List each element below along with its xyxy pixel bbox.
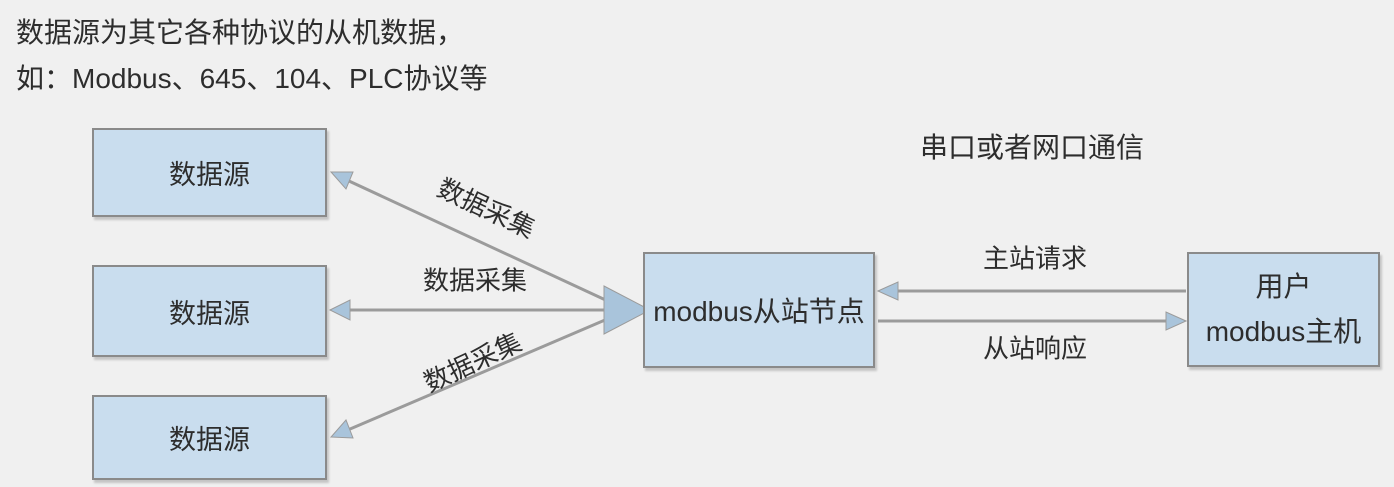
data-source-1-label: 数据源	[169, 160, 250, 190]
data-source-3-label: 数据源	[169, 425, 250, 455]
description-line-1: 数据源为其它各种协议的从机数据，	[16, 17, 465, 48]
comm-note: 串口或者网口通信	[920, 132, 1145, 163]
master-host-label-line-2: modbus主机	[1205, 315, 1362, 347]
modbus-slave-node-label: modbus从站节点	[653, 296, 865, 327]
slave-response-label: 从站响应	[982, 333, 1088, 364]
description-line-2: 如：Modbus、645、104、PLC协议等	[16, 63, 488, 94]
data-source-box-2: 数据源	[92, 265, 327, 357]
master-request-label: 主站请求	[982, 243, 1088, 274]
collect-label-2: 数据采集	[422, 265, 528, 296]
master-host-label-line-1: 用户	[1255, 270, 1312, 302]
data-source-box-1: 数据源	[92, 128, 327, 217]
collect-arrow-1-line	[335, 173, 613, 305]
modbus-slave-node-box: modbus从站节点	[643, 252, 875, 368]
data-source-box-3: 数据源	[92, 395, 327, 480]
slave-response-arrow-head-icon	[1165, 311, 1188, 331]
collect-arrow-1-head-icon	[329, 171, 354, 190]
master-request-arrow-head-icon	[876, 281, 899, 301]
collect-arrow-3-head-icon	[329, 419, 354, 439]
modbus-master-host-box: 用户 modbus主机	[1187, 252, 1380, 367]
data-source-2-label: 数据源	[169, 298, 250, 329]
collect-arrow-3-line	[335, 315, 613, 437]
collect-arrow-2-head-icon	[328, 299, 351, 321]
collect-arrows-converged-head-icon	[603, 285, 652, 335]
